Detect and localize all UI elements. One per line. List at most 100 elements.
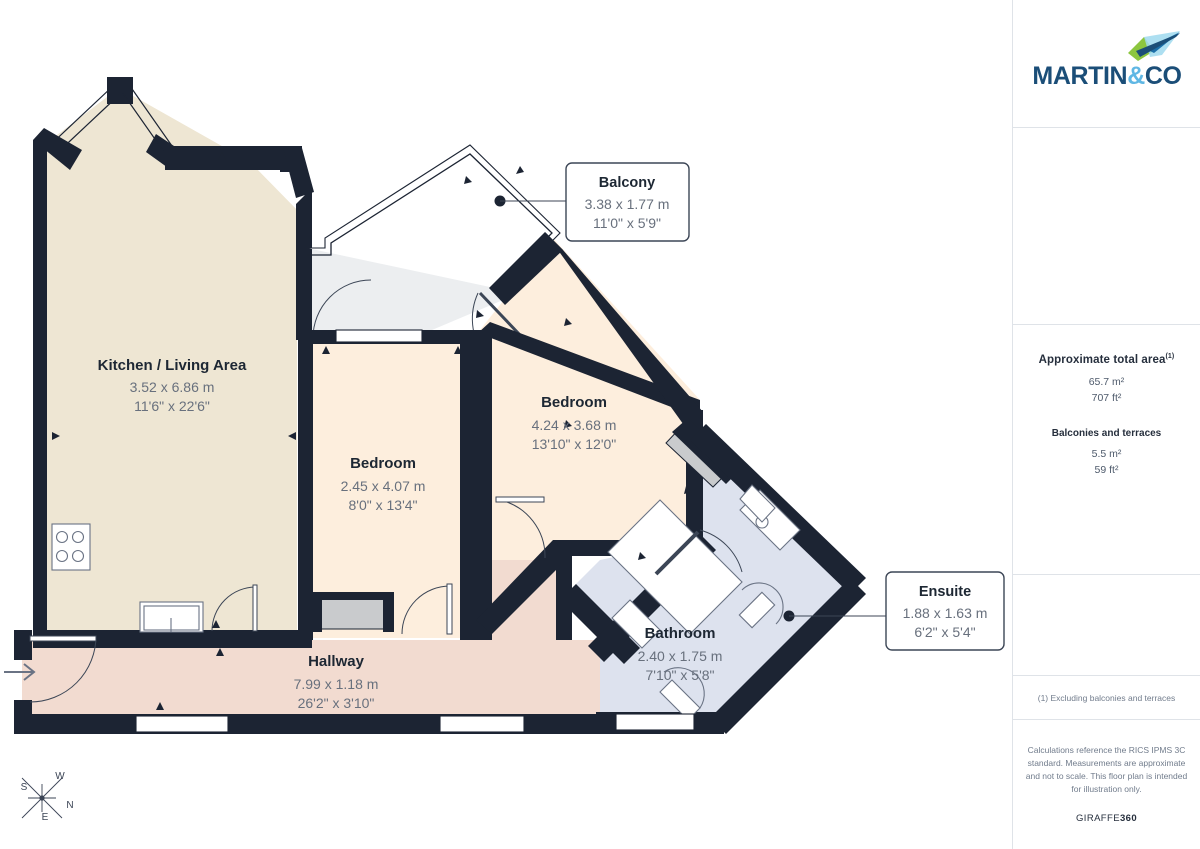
wall-bedroom1-sdiag bbox=[476, 540, 570, 634]
room-name: Kitchen / Living Area bbox=[98, 357, 247, 374]
ensuite-fixtures bbox=[738, 484, 801, 629]
room-label-bedroom-2: Bedroom 2.45 x 4.07 m 8'0" x 13'4" bbox=[341, 455, 426, 513]
brand-name-main: MARTIN bbox=[1032, 61, 1128, 90]
wall-bedroom2-west bbox=[298, 330, 313, 640]
compass-label-east: E bbox=[42, 812, 49, 823]
total-area-label: Approximate total area(1) bbox=[1023, 353, 1190, 366]
room-name: Hallway bbox=[308, 653, 365, 670]
callout-dim-imperial: 6'2" x 5'4" bbox=[914, 624, 975, 640]
room-dim-imperial: 26'2" x 3'10" bbox=[298, 695, 375, 711]
compass-label-west: W bbox=[55, 771, 65, 782]
room-dim-imperial: 13'10" x 12'0" bbox=[532, 436, 617, 452]
brand-name-co: CO bbox=[1144, 61, 1182, 90]
compass-label-south: S bbox=[21, 782, 28, 793]
dimension-arrows bbox=[52, 152, 692, 710]
brand-logo[interactable]: MARTIN&CO bbox=[1013, 0, 1200, 128]
callout-name: Ensuite bbox=[919, 584, 971, 600]
callout-box bbox=[885, 571, 1005, 651]
area-summary: Approximate total area(1) 65.7 m² 707 ft… bbox=[1013, 325, 1200, 575]
total-area-footnote-marker: (1) bbox=[1165, 353, 1175, 360]
wall-hallway-west-b bbox=[14, 700, 32, 734]
room-dim-imperial: 11'6" x 22'6" bbox=[134, 398, 210, 414]
closet-bedroom2 bbox=[314, 595, 389, 630]
wall-kitchen-south bbox=[33, 630, 312, 648]
room-label-bathroom: Bathroom 2.40 x 1.75 m 7'10" x 5'8" bbox=[638, 625, 723, 683]
floorplan-canvas[interactable]: Kitchen / Living Area 3.52 x 6.86 m 11'6… bbox=[0, 0, 1012, 849]
provider-suffix: 360 bbox=[1119, 813, 1138, 824]
room-dim-metric: 2.40 x 1.75 m bbox=[638, 648, 723, 664]
window-hallway-1 bbox=[135, 715, 229, 733]
callout-balcony[interactable]: Balcony 3.38 x 1.77 m 11'0" x 5'9" bbox=[494, 162, 690, 242]
balconies-area-imperial: 59 ft² bbox=[1094, 463, 1119, 476]
wall-hallway-west bbox=[14, 630, 32, 660]
balconies-area-metric: 5.5 m² bbox=[1091, 447, 1122, 460]
room-dim-metric: 3.52 x 6.86 m bbox=[130, 379, 215, 395]
kitchen-counter-icon bbox=[139, 601, 204, 633]
room-label-hallway: Hallway 7.99 x 1.18 m 26'2" x 3'10" bbox=[294, 653, 379, 711]
callout-dim-metric: 3.38 x 1.77 m bbox=[585, 196, 670, 212]
arrow-mark-icon bbox=[1128, 30, 1180, 61]
window-bedroom2-north bbox=[335, 329, 423, 343]
wall-bath-se-diag bbox=[710, 578, 866, 734]
brand-name: MARTIN&CO bbox=[1023, 62, 1191, 91]
wall-kitchen-nw-angle bbox=[33, 128, 82, 170]
wall-closet-bedroom2-r bbox=[383, 592, 394, 632]
total-area-imperial: 707 ft² bbox=[1091, 391, 1122, 404]
room-fill-kitchen-living-b bbox=[44, 88, 297, 640]
wall-bedroom1-ne-diag bbox=[545, 232, 703, 428]
room-dim-metric: 4.24 x 3.68 m bbox=[532, 417, 617, 433]
room-name: Bedroom bbox=[541, 394, 607, 411]
brand-name-ampersand: & bbox=[1127, 61, 1145, 90]
room-dim-metric: 2.45 x 4.07 m bbox=[341, 478, 426, 494]
wall-kitchen-peak bbox=[107, 77, 133, 104]
bathroom-fixtures bbox=[607, 499, 743, 721]
room-dim-metric: 7.99 x 1.18 m bbox=[294, 676, 379, 692]
wall-bedroom1-sw bbox=[476, 330, 492, 640]
wall-closet-bedroom2-top bbox=[311, 592, 394, 600]
window-kitchen-nw bbox=[46, 85, 120, 157]
sidebar-spacer-panel bbox=[1013, 575, 1200, 676]
total-area-metric: 65.7 m² bbox=[1088, 375, 1125, 388]
room-label-bedroom-1: Bedroom 4.24 x 3.68 m 13'10" x 12'0" bbox=[532, 394, 617, 452]
wall-kitchen-ne-corner bbox=[283, 148, 314, 198]
door-kitchen-to-hallway[interactable] bbox=[211, 584, 258, 632]
callout-dim-metric: 1.88 x 1.63 m bbox=[903, 605, 988, 621]
floorplan-drawing[interactable]: Kitchen / Living Area 3.52 x 6.86 m 11'6… bbox=[0, 0, 1012, 849]
disclaimer-text: Calculations reference the RICS IPMS 3C … bbox=[1025, 745, 1188, 794]
total-area-label-text: Approximate total area bbox=[1038, 353, 1166, 366]
window-kitchen-ne bbox=[121, 85, 173, 153]
callout-name: Balcony bbox=[599, 175, 655, 191]
room-dim-imperial: 8'0" x 13'4" bbox=[349, 497, 418, 513]
window-bath-south bbox=[615, 713, 695, 731]
wall-balcony-east bbox=[489, 232, 563, 305]
kitchen-hob-icon bbox=[51, 523, 91, 571]
wall-bedroom1-nw bbox=[478, 322, 700, 418]
room-name: Bathroom bbox=[645, 625, 716, 642]
info-sidebar: MARTIN&CO Approximate total area(1) 65.7… bbox=[1012, 0, 1200, 849]
wall-hallway-nook-l bbox=[556, 548, 572, 640]
callout-box bbox=[565, 162, 690, 242]
area-footnote: (1) Excluding balconies and terraces bbox=[1013, 676, 1200, 720]
provider-name: GIRAFFE bbox=[1075, 813, 1120, 824]
window-hallway-2 bbox=[439, 715, 525, 733]
wall-kitchen-west bbox=[33, 140, 47, 645]
provider-logo: GIRAFFE360 bbox=[1023, 812, 1190, 825]
room-fill-bedroom-2 bbox=[307, 338, 467, 638]
door-entrance[interactable] bbox=[4, 635, 97, 703]
balconies-area-label: Balconies and terraces bbox=[1051, 427, 1162, 439]
sidebar-blank-panel bbox=[1013, 128, 1200, 325]
door-bedroom1-to-hallway[interactable] bbox=[495, 496, 546, 559]
wall-kitchen-north bbox=[165, 146, 289, 170]
room-fill-hallway bbox=[22, 640, 600, 720]
room-dim-imperial: 7'10" x 5'8" bbox=[646, 667, 715, 683]
callout-dim-imperial: 11'0" x 5'9" bbox=[593, 215, 661, 231]
door-bedroom2-to-hallway[interactable] bbox=[401, 583, 453, 635]
callout-ensuite[interactable]: Ensuite 1.88 x 1.63 m 6'2" x 5'4" bbox=[783, 571, 1005, 651]
room-label-kitchen-living: Kitchen / Living Area 3.52 x 6.86 m 11'6… bbox=[98, 357, 247, 414]
door-bathroom[interactable] bbox=[654, 529, 743, 576]
room-name: Bedroom bbox=[350, 455, 416, 472]
wall-bedroom2-east bbox=[460, 330, 476, 640]
disclaimer-panel: Calculations reference the RICS IPMS 3C … bbox=[1013, 720, 1200, 833]
compass-rose: W S N E bbox=[21, 771, 74, 823]
